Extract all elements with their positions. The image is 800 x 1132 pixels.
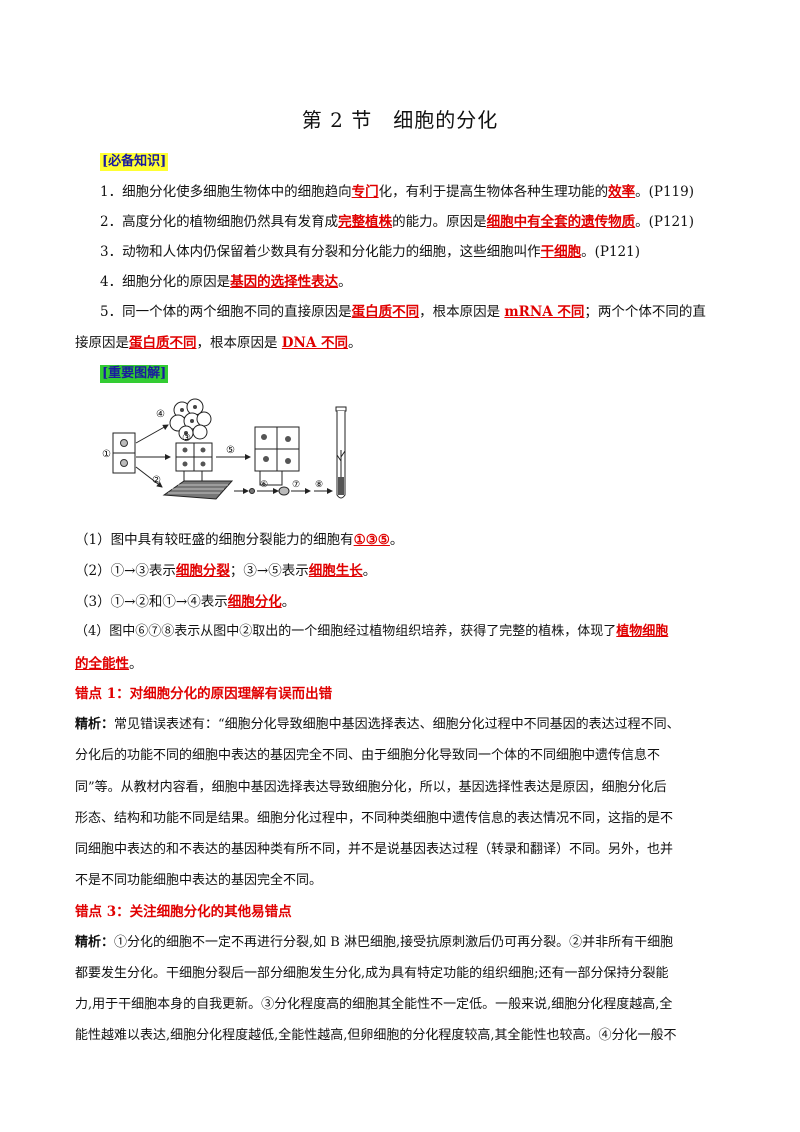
text: 。	[129, 656, 143, 672]
diagram-label-7: ⑦	[292, 480, 300, 490]
text: 。	[389, 532, 404, 548]
text: （1）图中具有较旺盛的细胞分裂能力的细胞有	[75, 532, 354, 548]
text: 2．高度分化的植物细胞仍然具有发育成	[100, 214, 339, 230]
answer: 细胞生长	[308, 563, 363, 579]
text: 4．细胞分化的原因是	[100, 274, 231, 290]
text: （3）①→②和①→④表示	[75, 594, 228, 610]
answer: 完整植株	[338, 214, 393, 230]
text: ，根本原因是	[419, 304, 505, 320]
text: （2）①→③表示	[75, 563, 176, 579]
text: 。(P119)	[635, 184, 694, 200]
diagram-label-5: ⑤	[226, 445, 235, 456]
analysis-1-line-3: 同”等。从教材内容看，细胞中基因选择表达导致细胞分化，所以，基因选择性表达是原因…	[75, 780, 667, 795]
text: 3．动物和人体内仍保留着少数具有分裂和分化能力的细胞，这些细胞叫作	[100, 244, 541, 260]
text: 。(P121)	[635, 214, 694, 230]
error-point-1-heading: 错点 1：对细胞分化的原因理解有误而出错	[75, 686, 333, 702]
answer: 细胞分化	[227, 594, 282, 610]
text: （4）图中⑥⑦⑧表示从图中②取出的一个细胞经过植物组织培养，获得了完整的植株，体…	[75, 624, 617, 639]
question-3: （3）①→②和①→④表示细胞分化。	[75, 592, 295, 612]
analysis-3-line-1: 精析：①分化的细胞不一定不再进行分裂,如 B 淋巴细胞,接受抗原刺激后仍可再分裂…	[75, 933, 673, 953]
text: 常见错误表述有：“细胞分化导致细胞中基因选择表达、细胞分化过程中不同基因的表达过…	[114, 717, 680, 732]
question-4a: （4）图中⑥⑦⑧表示从图中②取出的一个细胞经过植物组织培养，获得了完整的植株，体…	[75, 622, 668, 642]
diagram-label-4: ④	[156, 409, 165, 420]
question-4b: 的全能性。	[75, 654, 143, 674]
text: 。	[348, 335, 362, 351]
tissue-2	[162, 480, 234, 500]
test-tube-plant	[335, 406, 347, 499]
knowledge-item-1: 1．细胞分化使多细胞生物体中的细胞趋向专门化，有利于提高生物体各种生理功能的效率…	[100, 182, 694, 202]
answer: 效率	[608, 184, 636, 200]
diagram-label-6: ⑥	[260, 480, 268, 490]
cell-group-3	[175, 442, 213, 484]
diagram-label-2: ②	[152, 475, 161, 486]
diagram-label-1: ①	[102, 449, 111, 460]
answer: 专门	[351, 184, 379, 200]
diagram-label-3: ③	[182, 433, 191, 444]
text: 。	[362, 563, 377, 579]
text: 5．同一个体的两个细胞不同的直接原因是	[100, 304, 352, 320]
question-2: （2）①→③表示细胞分裂；③→⑤表示细胞生长。	[75, 561, 376, 581]
answer: 干细胞	[540, 244, 582, 260]
analysis-1-line-1: 精析：常见错误表述有：“细胞分化导致细胞中基因选择表达、细胞分化过程中不同基因的…	[75, 715, 680, 735]
answer: 细胞分裂	[175, 563, 230, 579]
cell-1	[112, 432, 136, 474]
cell-differentiation-diagram: ① ④ ③ ⑤	[102, 398, 347, 500]
section-tag-diagram: [重要图解]	[100, 365, 169, 383]
analysis-label: 精析：	[75, 717, 115, 732]
answer: 蛋白质不同	[351, 304, 420, 320]
answer: DNA 不同	[281, 335, 349, 351]
cell-cluster-4	[169, 398, 212, 441]
text: ；两个个体不同的直	[584, 304, 706, 320]
answer: ①③⑤	[353, 532, 390, 548]
analysis-3-line-2: 都要发生分化。干细胞分裂后一部分细胞发生分化,成为具有特定功能的组织细胞;还有一…	[75, 966, 669, 981]
answer: 基因的选择性表达	[230, 274, 339, 290]
text: 。	[338, 274, 352, 290]
answer: 植物细胞	[616, 624, 669, 639]
text: 接原因是	[75, 335, 129, 351]
text: 。	[281, 594, 296, 610]
error-point-3-heading: 错点 3：关注细胞分化的其他易错点	[75, 904, 292, 920]
diagram-label-8: ⑧	[315, 480, 323, 490]
analysis-1-line-5: 同细胞中表达的和不表达的基因种类有所不同，并不是说基因表达过程（转录和翻译）不同…	[75, 842, 674, 857]
analysis-1-line-4: 形态、结构和功能不同是结果。细胞分化过程中，不同种类细胞中遗传信息的表达情况不同…	[75, 811, 674, 826]
text: ，根本原因是	[196, 335, 282, 351]
knowledge-item-3: 3．动物和人体内仍保留着少数具有分裂和分化能力的细胞，这些细胞叫作干细胞。(P1…	[100, 242, 640, 262]
section-tag-knowledge: [必备知识]	[100, 153, 169, 171]
text: ；③→⑤表示	[229, 563, 309, 579]
answer: 细胞中有全套的遗传物质	[486, 214, 636, 230]
knowledge-item-5a: 5．同一个体的两个细胞不同的直接原因是蛋白质不同，根本原因是 mRNA 不同；两…	[100, 302, 706, 322]
text: 化，有利于提高生物体各种生理功能的	[378, 184, 609, 200]
analysis-1-line-2: 分化后的功能不同的细胞中表达的基因完全不同、由于细胞分化导致同一个体的不同细胞中…	[75, 748, 661, 763]
analysis-3-line-4: 能性越难以表达,细胞分化程度越低,全能性越高,但卵细胞的分化程度较高,其全能性也…	[75, 1028, 677, 1043]
answer: 的全能性	[75, 656, 129, 672]
page-title: 第 2 节 细胞的分化	[301, 108, 499, 132]
text: 的能力。原因是	[392, 214, 487, 230]
knowledge-item-2: 2．高度分化的植物细胞仍然具有发育成完整植株的能力。原因是细胞中有全套的遗传物质…	[100, 212, 694, 232]
text: 1．细胞分化使多细胞生物体中的细胞趋向	[100, 184, 352, 200]
answer: 蛋白质不同	[129, 335, 197, 351]
cell-group-5	[254, 426, 300, 486]
knowledge-item-5b: 接原因是蛋白质不同，根本原因是 DNA 不同。	[75, 333, 362, 353]
analysis-label: 精析：	[75, 935, 115, 950]
knowledge-item-4: 4．细胞分化的原因是基因的选择性表达。	[100, 272, 352, 292]
answer: mRNA 不同	[504, 304, 585, 320]
text: ①分化的细胞不一定不再进行分裂,如 B 淋巴细胞,接受抗原刺激后仍可再分裂。②并…	[114, 935, 674, 950]
analysis-1-line-6: 不是不同功能细胞中表达的基因完全不同。	[75, 873, 323, 888]
text: 。(P121)	[581, 244, 640, 260]
analysis-3-line-3: 力,用于干细胞本身的自我更新。③分化程度高的细胞其全能性不一定低。一般来说,细胞…	[75, 997, 673, 1012]
question-1: （1）图中具有较旺盛的细胞分裂能力的细胞有①③⑤。	[75, 530, 403, 550]
